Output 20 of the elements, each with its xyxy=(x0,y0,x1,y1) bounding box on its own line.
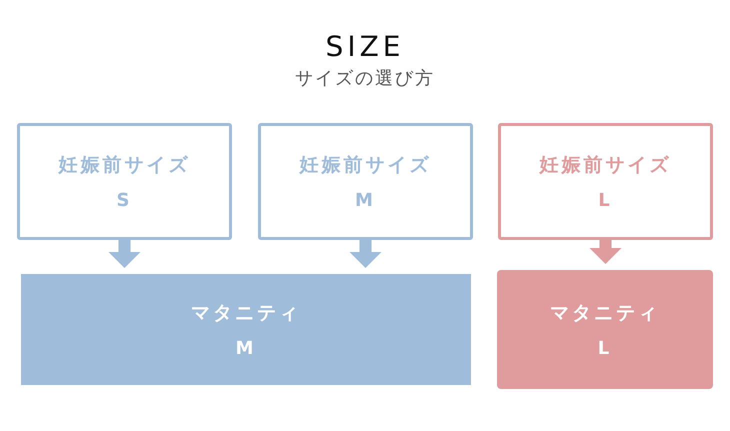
size-letter: L xyxy=(598,190,613,211)
size-card xyxy=(498,123,713,240)
size-label: 妊娠前サイズ xyxy=(300,153,432,178)
arrow xyxy=(350,240,382,268)
size-label: 妊娠前サイズ xyxy=(540,153,672,178)
size-card xyxy=(258,123,473,240)
size-letter: M xyxy=(236,338,256,359)
size-letter: L xyxy=(598,338,612,359)
size-label: マタニティ xyxy=(191,301,301,326)
title: SIZE xyxy=(326,30,404,63)
arrow xyxy=(590,240,622,264)
size-label: マタニティ xyxy=(550,301,660,326)
size-box xyxy=(497,270,713,389)
size-letter: S xyxy=(116,190,132,211)
arrow xyxy=(108,240,140,268)
size-label: 妊娠前サイズ xyxy=(58,153,190,178)
size-letter: M xyxy=(355,190,376,211)
size-card xyxy=(17,123,232,240)
subtitle: サイズの選び方 xyxy=(295,67,435,90)
size-box xyxy=(21,274,471,385)
